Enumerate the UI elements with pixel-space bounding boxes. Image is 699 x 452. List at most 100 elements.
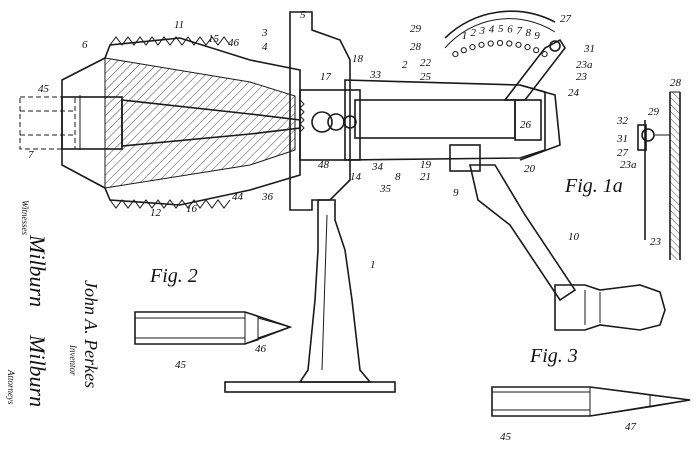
label-29: 29 <box>410 23 422 35</box>
crank-arm <box>468 164 577 302</box>
dial-number: 2 <box>471 27 477 39</box>
label-11: 11 <box>174 19 184 31</box>
label-6: 6 <box>82 39 88 51</box>
inventor-name: John A. Perkes <box>81 280 101 388</box>
dial-hole <box>541 51 548 58</box>
dial-hole <box>533 47 540 54</box>
dial-hole <box>487 40 494 47</box>
caption-fig1a: Fig. 1a <box>564 175 623 197</box>
dial-hole <box>515 41 522 48</box>
dial-hole <box>496 39 504 47</box>
label-r28: 28 <box>670 77 682 89</box>
label-10: 10 <box>568 231 580 243</box>
dial-number: 1 <box>462 30 468 42</box>
label-36: 36 <box>261 191 274 203</box>
dial-number: 5 <box>498 23 504 35</box>
dial-hole <box>506 40 513 47</box>
label-5: 5 <box>300 9 306 21</box>
dial-number: 9 <box>534 30 540 42</box>
stand-column <box>298 199 372 383</box>
cone-section-hatch <box>104 57 296 189</box>
gear-26 <box>514 99 542 141</box>
label-46: 46 <box>228 37 240 49</box>
dial-number: 3 <box>479 25 486 37</box>
label-r31: 31 <box>616 133 628 145</box>
lower-thread <box>109 199 231 209</box>
label-14: 14 <box>350 171 362 183</box>
label-20: 20 <box>524 163 536 175</box>
dial-hole <box>524 44 531 51</box>
label-21: 21 <box>420 171 431 183</box>
label-12: 12 <box>150 207 162 219</box>
label-17: 17 <box>320 71 332 83</box>
pawl-arm <box>503 38 566 101</box>
frame-plate <box>289 11 351 211</box>
dial-hole <box>478 41 485 48</box>
label-35: 35 <box>379 183 392 195</box>
dial-hole <box>460 47 467 54</box>
dial-arc <box>444 10 556 39</box>
dial-number: 4 <box>489 24 495 36</box>
signature-block: Witnesses Milburn Milburn Inventor John … <box>6 200 101 407</box>
fig1a-detail <box>637 91 681 260</box>
label-19: 19 <box>420 159 432 171</box>
label-8: 8 <box>395 171 401 183</box>
label-45b: 45 <box>175 359 187 371</box>
label-23a: 23a <box>576 59 593 71</box>
witness-label: Witnesses <box>20 200 30 235</box>
label-7: 7 <box>28 149 34 161</box>
label-23: 23 <box>576 71 588 83</box>
label-r27: 27 <box>617 147 629 159</box>
label-28: 28 <box>410 41 422 53</box>
inventor-label: Inventor <box>68 344 78 376</box>
crank-handle <box>554 284 666 331</box>
ratchet-block <box>449 144 481 172</box>
label-r23a: 23a <box>620 159 637 171</box>
label-22: 22 <box>420 57 432 69</box>
label-31: 31 <box>583 43 595 55</box>
label-r23: 23 <box>650 236 662 248</box>
upper-thread <box>109 36 231 46</box>
label-45: 45 <box>38 83 50 95</box>
label-9: 9 <box>453 187 459 199</box>
witness-signature-1: Milburn <box>25 234 50 307</box>
witness-signature-2: Milburn <box>25 334 50 407</box>
label-27: 27 <box>560 13 572 25</box>
label-48: 48 <box>318 159 330 171</box>
cutter-gears <box>299 99 357 133</box>
attorney-label: Attorneys <box>6 369 16 405</box>
label-33: 33 <box>369 69 382 81</box>
label-34: 34 <box>371 161 384 173</box>
dial-number: 7 <box>517 25 523 37</box>
stand-base <box>224 381 396 393</box>
label-46b: 46 <box>255 343 267 355</box>
caption-fig2: Fig. 2 <box>149 265 198 287</box>
label-18: 18 <box>352 53 364 65</box>
label-15: 15 <box>208 33 220 45</box>
label-1: 1 <box>370 259 376 271</box>
label-44: 44 <box>232 191 244 203</box>
label-2: 2 <box>402 59 408 71</box>
label-24: 24 <box>568 87 580 99</box>
label-r29: 29 <box>648 106 660 118</box>
label-16: 16 <box>186 203 198 215</box>
label-25: 25 <box>420 71 432 83</box>
dial-hole <box>469 44 476 51</box>
label-26: 26 <box>520 119 532 131</box>
label-45c: 45 <box>500 431 512 443</box>
fig3-pencil <box>491 386 691 417</box>
dial-number: 8 <box>526 27 532 39</box>
dial-hole <box>452 51 459 58</box>
caption-fig3: Fig. 3 <box>529 345 578 367</box>
label-r32: 32 <box>616 115 629 127</box>
dial-number: 6 <box>507 24 513 36</box>
pencil-dashed-outline <box>19 96 76 150</box>
label-3: 3 <box>261 27 268 39</box>
reference-labels: 45 7 6 11 15 46 3 4 5 17 18 33 2 29 28 2… <box>28 9 682 443</box>
label-47: 47 <box>625 421 637 433</box>
fig2-pencil <box>134 311 293 345</box>
